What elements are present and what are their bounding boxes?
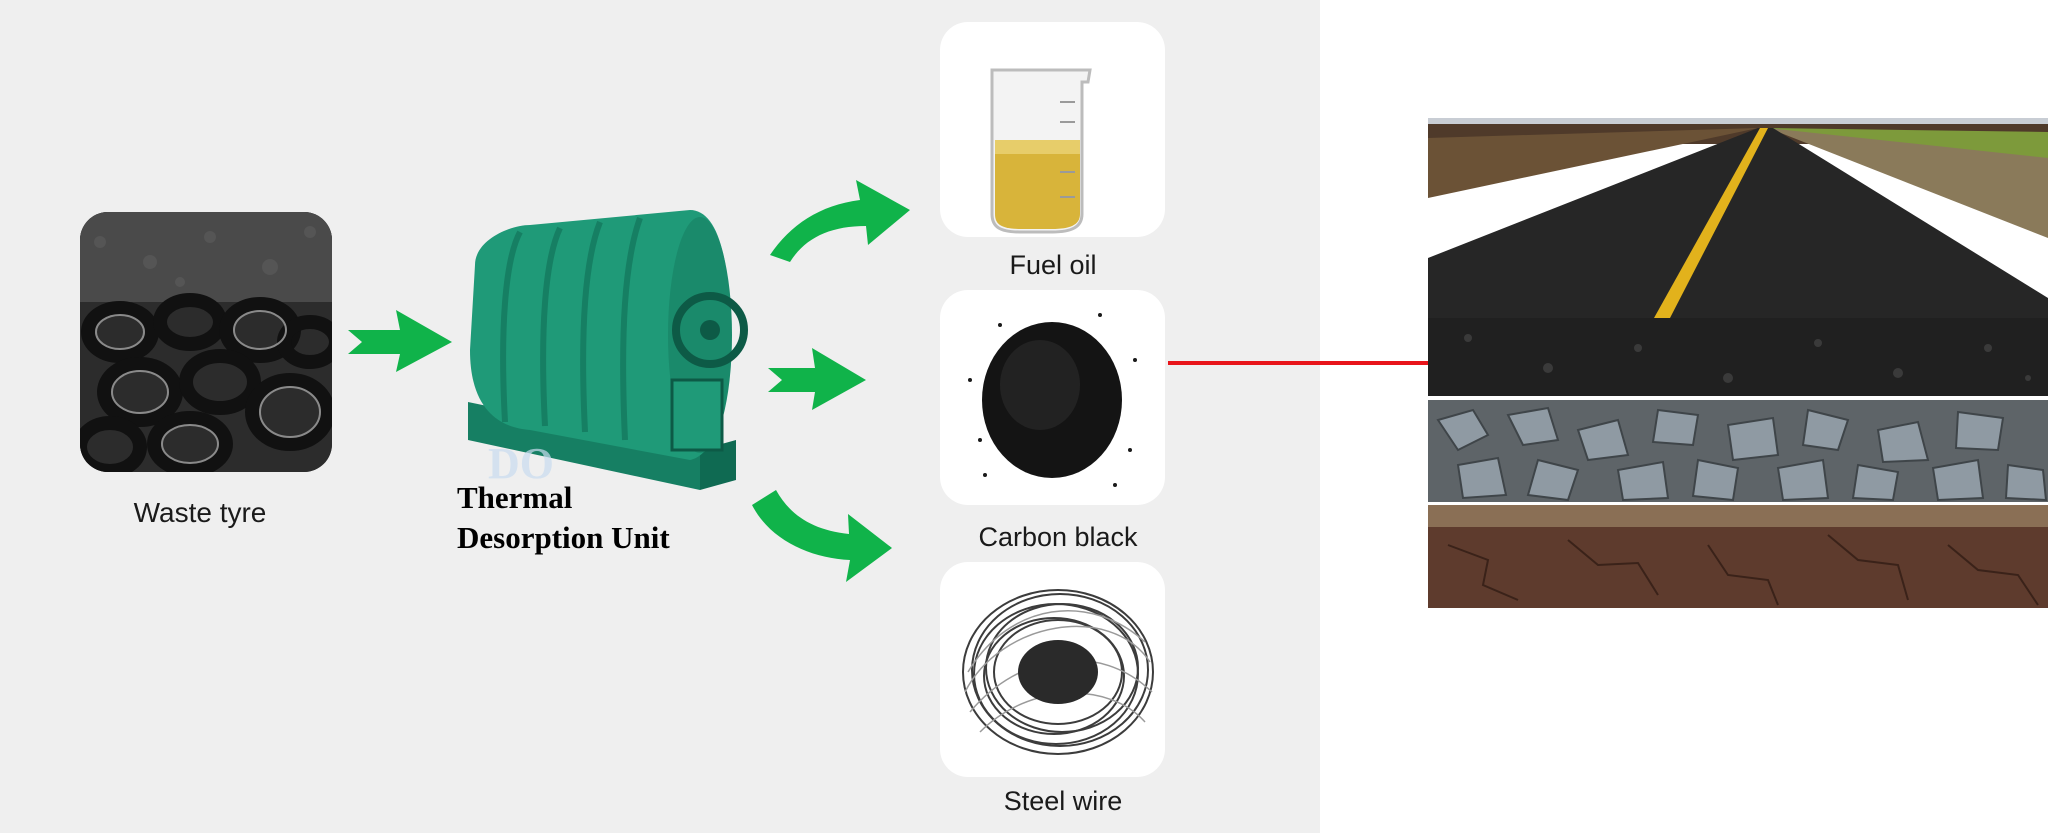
asphalt-road-illustration: [1428, 118, 2048, 318]
tyre-pile-illustration: [80, 212, 332, 472]
gravel-layer-image: [1428, 400, 2048, 502]
soil-layer-texture: [1428, 505, 2048, 608]
carbon-black-label: Carbon black: [978, 522, 1138, 552]
wire-coil-illustration: [962, 589, 1154, 755]
arrow-right-icon: [768, 348, 866, 410]
waste-tyre-label: Waste tyre: [133, 497, 267, 528]
carbon-layer-image: [1428, 318, 2048, 396]
carbon-powder-illustration: [968, 313, 1137, 487]
gravel-layer-texture: [1428, 400, 2048, 502]
fuel-oil-label: Fuel oil: [1009, 250, 1097, 280]
waste-tyre-image: [80, 212, 332, 472]
curved-arrow-down-icon: [752, 490, 892, 582]
fuel-oil-image: [940, 22, 1165, 237]
steel-wire-label: Steel wire: [1003, 786, 1123, 816]
machine-label-line1: Thermal: [457, 480, 573, 515]
arrow-right-icon: [348, 310, 452, 372]
machine-label-line2: Desorption Unit: [457, 520, 670, 555]
road-surface-image: [1428, 118, 2048, 318]
steel-wire-image: [940, 562, 1165, 777]
watermark-text: DO: [488, 439, 554, 488]
beaker-illustration: [990, 68, 1092, 234]
carbon-layer-texture: [1428, 318, 2048, 396]
soil-layer-image: [1428, 505, 2048, 608]
carbon-black-image: [940, 290, 1165, 505]
curved-arrow-up-icon: [770, 180, 910, 262]
